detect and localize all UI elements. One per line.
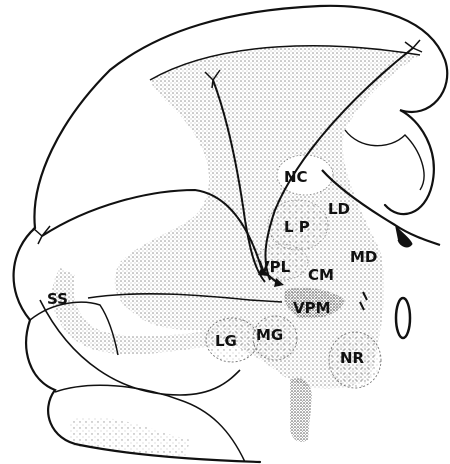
label-lp: L P xyxy=(284,218,310,236)
terminal-top-right xyxy=(405,40,422,52)
tract-tail xyxy=(395,225,412,247)
label-md: MD xyxy=(350,248,377,266)
label-lg: LG xyxy=(215,332,237,350)
label-mg: MG xyxy=(256,326,283,344)
label-cm: CM xyxy=(308,266,334,284)
label-vpl: VPL xyxy=(258,258,291,276)
dense-stipple-lower xyxy=(290,378,312,442)
label-nc: NC xyxy=(284,168,308,186)
label-ld: LD xyxy=(328,200,350,218)
label-nr: NR xyxy=(340,349,365,367)
label-ss: SS xyxy=(47,290,68,308)
ring-structure xyxy=(396,298,410,338)
sulcus-line xyxy=(345,130,424,190)
label-vpm: VPM xyxy=(293,299,331,317)
